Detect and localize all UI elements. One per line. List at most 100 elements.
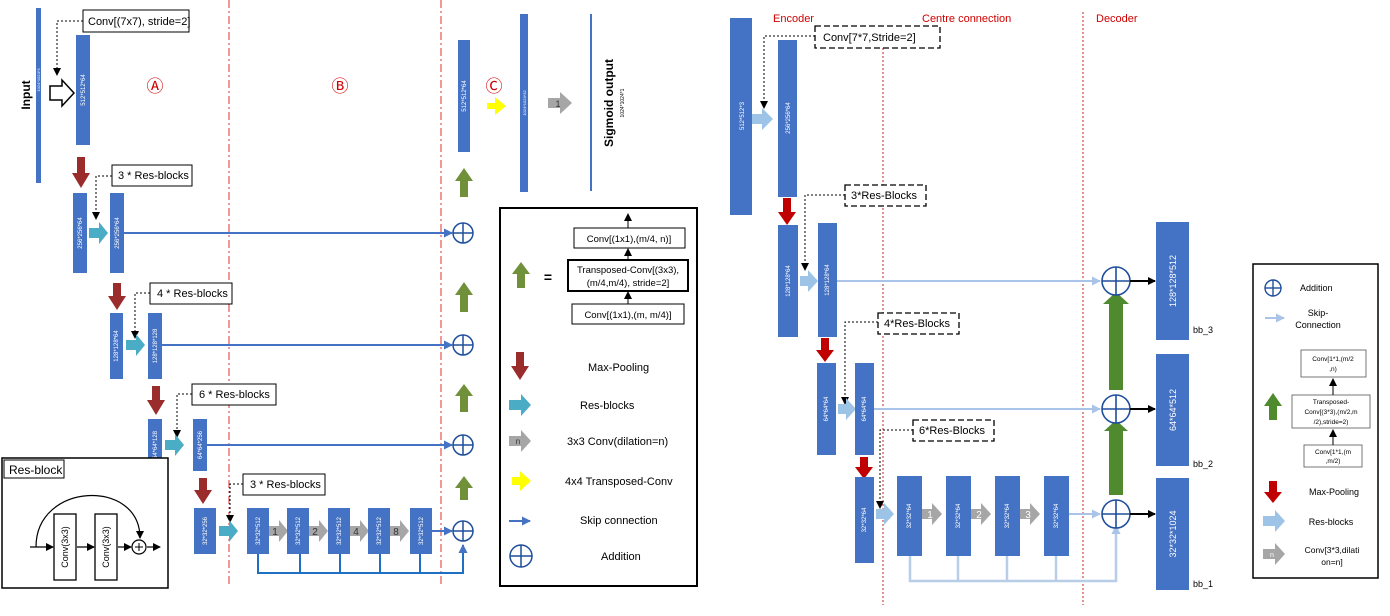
block-256a — [73, 193, 87, 273]
r-block-256 — [778, 40, 797, 197]
r-legend-conv-top-box — [1300, 349, 1367, 378]
block-32a — [194, 508, 216, 554]
dil-dims-0: 32*32*512 — [256, 516, 262, 545]
r-legend-conv-bot-line2: ,m/2) — [1326, 458, 1341, 465]
legend-dilation-icon-label: n — [516, 437, 520, 446]
legend-skip: Skip connection — [580, 515, 658, 527]
legend-equals: = — [544, 269, 552, 285]
r-dims-128b: 128*128*64 — [825, 264, 831, 296]
conv-arrow-icon — [49, 78, 76, 108]
r-res-arrow-3 — [876, 503, 894, 525]
r-block-out-2 — [1156, 354, 1189, 466]
r-dil-arrow-1 — [922, 503, 942, 525]
dil-label-3: 4 — [353, 527, 359, 538]
block-out-512 — [458, 40, 470, 152]
r-block-out-3 — [1156, 478, 1189, 590]
upsample-arrow-1 — [455, 476, 473, 500]
dil-block-1 — [287, 508, 309, 554]
r-res-arrow-1 — [800, 270, 818, 292]
output-dil-arrow — [548, 92, 572, 114]
res6-pointer — [173, 393, 192, 438]
res3-note: 3 * Res-blocks — [118, 170, 189, 182]
block-128a — [110, 313, 123, 379]
dil-dims-1: 32*32*512 — [296, 516, 302, 545]
legend-dilation: 3x3 Conv(dilation=n) — [567, 436, 668, 448]
r-legend-dilation-icon — [1263, 543, 1285, 565]
block-out-1024 — [520, 14, 528, 192]
r-block-32a — [855, 477, 874, 563]
legend-resblock-icon — [509, 394, 531, 416]
block-256b — [110, 193, 124, 273]
r-dims-64a: 64*64*64 — [824, 396, 830, 421]
dims-256b: 256*256*64 — [115, 217, 121, 249]
r-legend-addition-icon — [1264, 279, 1282, 297]
r-maxpool-2 — [816, 338, 834, 362]
legend-transconv: 4x4 Transposed-Conv — [565, 476, 673, 488]
addition-node-1 — [452, 222, 474, 244]
r-dims-32e: 32*32*64 — [1054, 503, 1060, 528]
dims-64a: 64*64*128 — [153, 430, 159, 459]
r-addition-node-1 — [1101, 266, 1131, 296]
r-block-32c — [946, 476, 971, 556]
legend-transposed-line1: Transposed-Conv[(3x3), — [577, 265, 679, 276]
dil-block-3 — [368, 508, 390, 554]
r-upsample-arrow-2 — [1103, 292, 1129, 390]
r-block-input — [730, 18, 752, 215]
upsample-arrow-3 — [455, 282, 473, 312]
r-dims-32c: 32*32*64 — [956, 503, 962, 528]
dil-dims-3: 32*32*512 — [377, 516, 383, 545]
block-512 — [76, 35, 90, 145]
r-block-128b — [818, 223, 837, 337]
resblock-inset — [1, 457, 169, 589]
res-arrow-4 — [219, 520, 238, 542]
dil-arrow-2 — [309, 520, 328, 542]
section-c-label: Ⓒ — [486, 77, 503, 96]
r-block-64a — [817, 363, 836, 455]
dilation-chain: 32*32*512 1 32*32*512 2 32*32*512 4 32*3… — [247, 508, 432, 554]
skip-bottom-loop — [257, 544, 468, 574]
r-legend-trans-line1: Transposed- — [1313, 399, 1349, 406]
resblock-add-icon — [131, 539, 147, 555]
maxpool-arrow-2 — [108, 283, 126, 310]
r-legend-resblocks: Res-blocks — [1309, 517, 1354, 527]
block-64b — [193, 419, 207, 471]
r-res-arrow-2 — [838, 398, 856, 420]
legend-conv-bottom: Conv[(1x1),(m, m/4)] — [584, 310, 671, 321]
resblock-title: Res-block — [9, 463, 63, 477]
r-dims-out-3: 32*32*1024 — [1168, 510, 1178, 557]
r-maxpool-1 — [778, 198, 796, 225]
r-dil-arrow-3 — [1020, 503, 1040, 525]
dims-32a: 32*32*256 — [203, 516, 209, 545]
r-dims-out-1: 128*128*512 — [1168, 255, 1178, 307]
input-label: Input — [19, 80, 33, 109]
left-diagram: Ⓐ Ⓑ Ⓒ Input 1024*1024*3 Conv[(7x7), stri… — [1, 0, 698, 589]
addition-node-4 — [452, 520, 474, 542]
r-dil-label-3: 3 — [1025, 510, 1031, 521]
addition-node-3 — [452, 434, 474, 456]
sigmoid-dims: 1024*1024*1 — [620, 88, 626, 117]
r-legend-conv-bot-line1: Conv[1*1,(m — [1315, 449, 1351, 456]
section-a-label: Ⓐ — [147, 77, 164, 96]
r-legend-dilation-icon-label: n — [1270, 552, 1274, 559]
input-dims: 1024*1024*3 — [36, 68, 41, 92]
block-128b — [148, 313, 162, 379]
right-diagram: Encoder Centre connection Decoder 512*51… — [730, 12, 1379, 605]
res6-note: 6 * Res-blocks — [199, 389, 270, 401]
r-block-32e — [1044, 476, 1069, 556]
r-res4-note-box — [877, 312, 960, 335]
r-res6-note: 6*Res-Blocks — [919, 425, 986, 437]
r-legend-conv-top-line1: Conv[1*1,(m/2 — [1312, 356, 1354, 363]
legend-maxpool-icon — [511, 352, 529, 380]
dil-label-1: 1 — [272, 527, 278, 538]
resblock-title-box — [3, 459, 65, 479]
dims-out-512: 512*512*64 — [462, 80, 468, 112]
r-legend-maxpool: Max-Pooling — [1309, 487, 1359, 497]
r-dims-64b: 64*64*64 — [862, 396, 868, 421]
dil-block-2 — [328, 508, 350, 554]
r-block-64b — [855, 363, 874, 455]
resblock-conv1: Conv(3x3) — [60, 526, 70, 568]
r-block-32d — [995, 476, 1020, 556]
res3b-note: 3 * Res-blocks — [250, 479, 321, 491]
